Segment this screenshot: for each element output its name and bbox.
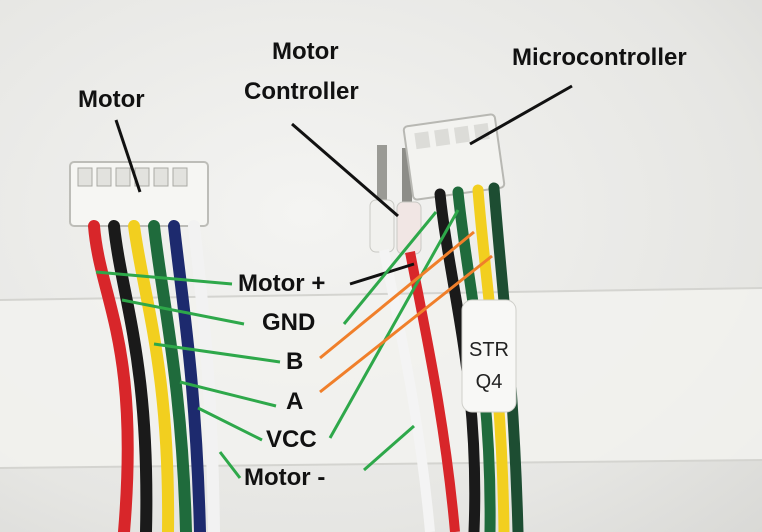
leader-motor-plus-left [95, 270, 233, 286]
leader-lines-black [114, 84, 573, 286]
label-motor-plus: Motor + [238, 270, 326, 297]
sleeve-text-line2: Q4 [475, 371, 503, 393]
label-b: B [286, 348, 304, 375]
motor-wire-black [108, 220, 153, 532]
leader-a-right [319, 254, 493, 394]
label-sleeve [461, 299, 517, 413]
label-vcc: VCC [266, 426, 317, 453]
leader-lines-green [95, 209, 460, 479]
leader-motor-controller [291, 122, 399, 218]
controller-wire-white [379, 249, 435, 532]
leader-b-right [319, 230, 475, 360]
motor-wire-red [88, 220, 134, 532]
controller-pins [377, 145, 412, 206]
leader-vcc-right [328, 209, 460, 439]
leader-microcontroller [469, 84, 573, 146]
leader-gnd-right [342, 211, 438, 325]
motor-wire-yellow [128, 220, 175, 532]
motor-wire-green [148, 220, 192, 532]
sleeve-text-line1: STR [469, 339, 509, 361]
motor-connector-pins [77, 167, 188, 187]
leader-b-left [153, 342, 281, 364]
label-microcontroller: Microcontroller [512, 44, 687, 71]
label-motor-minus: Motor - [244, 464, 326, 491]
motor-wire-white [188, 220, 220, 532]
label-motor: Motor [78, 86, 145, 113]
leader-gnd-left [121, 298, 245, 326]
label-a: A [286, 388, 304, 415]
leader-motor-minus-right [363, 424, 415, 472]
leader-motor-minus-left [218, 451, 242, 479]
label-gnd: GND [262, 309, 316, 336]
leader-motor [114, 119, 142, 193]
leader-motor-plus-black [349, 262, 415, 286]
label-motor-controller-line2: Controller [244, 78, 359, 105]
label-motor-controller-line1: Motor [272, 38, 339, 65]
leader-vcc-left [197, 406, 263, 442]
leader-a-left [179, 380, 277, 408]
microcontroller-connector-slots [414, 122, 490, 150]
motor-wires [88, 220, 220, 532]
leader-lines-orange [319, 230, 493, 394]
